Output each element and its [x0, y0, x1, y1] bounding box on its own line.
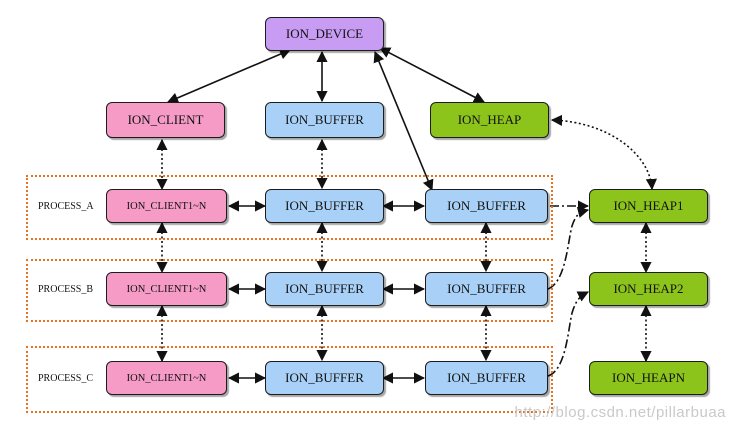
process-c-client-node[interactable]: ION_CLIENT1~N [106, 361, 227, 395]
process-a-buffer2-node[interactable]: ION_BUFFER [425, 189, 548, 223]
ion-device-node[interactable]: ION_DEVICE [265, 17, 384, 51]
process-a-buffer1-node[interactable]: ION_BUFFER [265, 189, 384, 223]
process-a-container [26, 175, 553, 240]
process-c-label: PROCESS_C [38, 373, 94, 384]
edge-device-heap [379, 47, 485, 103]
ion-client-node[interactable]: ION_CLIENT [106, 102, 225, 138]
process-c-heap-node[interactable]: ION_HEAPN [589, 361, 708, 395]
process-b-label: PROCESS_B [38, 284, 94, 295]
ion-buffer-node[interactable]: ION_BUFFER [265, 102, 384, 138]
process-a-heap-node[interactable]: ION_HEAP1 [589, 189, 708, 223]
ion-heap-node[interactable]: ION_HEAP [430, 102, 549, 138]
process-a-client-node[interactable]: ION_CLIENT1~N [106, 189, 227, 223]
process-b-buffer2-node[interactable]: ION_BUFFER [425, 272, 548, 306]
process-c-buffer1-node[interactable]: ION_BUFFER [265, 361, 384, 395]
process-a-label: PROCESS_A [38, 201, 94, 212]
edge-device-buffer-a [373, 50, 434, 192]
process-c-buffer2-node[interactable]: ION_BUFFER [425, 361, 548, 395]
edge-device-client [166, 48, 292, 104]
process-c-container [26, 346, 553, 413]
watermark-text: http://blog.csdn.net/pillarbuaa [514, 404, 726, 421]
edge-b-buffer-heap1 [547, 207, 590, 290]
process-b-container [26, 259, 553, 322]
process-b-buffer1-node[interactable]: ION_BUFFER [265, 272, 384, 306]
edge-c-buffer-heap2 [547, 291, 590, 377]
process-b-heap-node[interactable]: ION_HEAP2 [589, 272, 708, 306]
edge-heap-heap1 [550, 114, 657, 191]
process-b-client-node[interactable]: ION_CLIENT1~N [106, 272, 227, 306]
